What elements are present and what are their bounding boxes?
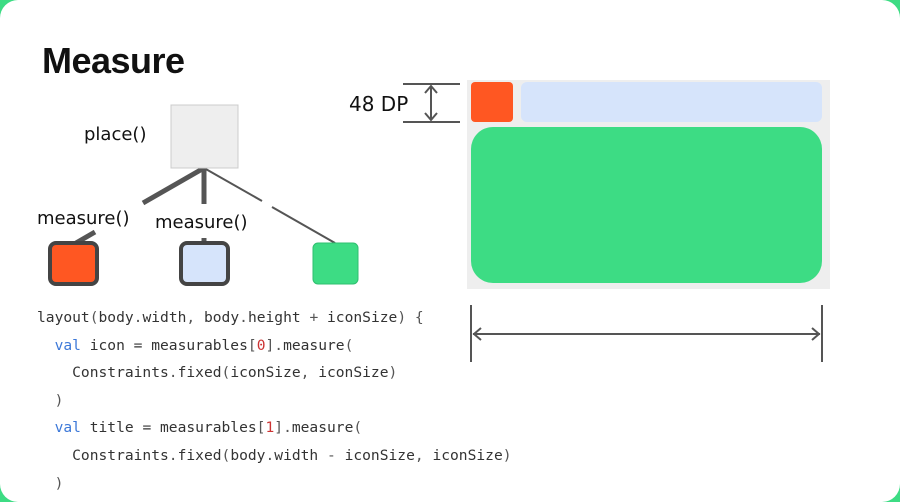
code-token: , (300, 364, 319, 382)
code-token: icon = (80, 336, 152, 354)
connector-left-upper (141, 165, 206, 206)
parent-layout-node (170, 104, 239, 169)
code-line: ) (37, 387, 512, 415)
height-dimension (403, 83, 460, 123)
code-token: ] (274, 419, 284, 437)
code-token: body (203, 309, 240, 326)
connector-right-upper (203, 167, 263, 202)
measure-label-icon: measure() (37, 208, 130, 229)
code-token (37, 337, 55, 354)
slide-title: Measure (42, 40, 185, 81)
code-token: . (168, 446, 178, 464)
code-token: , (186, 309, 204, 326)
body-child-node (312, 242, 359, 285)
code-token: iconSize (318, 364, 389, 382)
dp-label: 48 DP (349, 92, 409, 116)
code-token: - (318, 446, 345, 464)
code-token: ) (37, 474, 64, 492)
code-token: . (274, 336, 284, 354)
place-label: place() (84, 124, 147, 145)
code-token: layout (37, 309, 90, 326)
code-token: ) (502, 446, 512, 464)
code-token: iconSize (432, 446, 503, 464)
width-arrow-left (472, 327, 482, 341)
code-token: [ (247, 336, 257, 354)
code-token: ( (221, 364, 231, 382)
code-token: ) { (397, 309, 424, 326)
code-token: ( (353, 419, 363, 437)
code-token: width (274, 446, 319, 464)
code-token: ] (265, 336, 275, 354)
code-token: ) (37, 391, 64, 409)
code-token: measurables (151, 336, 248, 354)
preview-body (471, 127, 822, 283)
code-token: ( (89, 309, 99, 326)
code-line: Constraints.fixed(iconSize, iconSize) (37, 359, 512, 387)
code-token: 1 (265, 419, 275, 437)
connector-right-lower (271, 206, 336, 244)
code-line: val icon = measurables[0].measure( (37, 332, 512, 360)
code-token: measure (283, 336, 345, 354)
code-block: layout(body.width, body.height + iconSiz… (37, 304, 512, 497)
preview-title (521, 82, 822, 122)
code-token: . (239, 309, 248, 326)
code-token: iconSize (327, 309, 398, 326)
code-token: width (142, 309, 187, 326)
code-token: . (168, 364, 178, 382)
code-token: . (265, 446, 275, 464)
code-token: ( (344, 336, 354, 354)
code-token: [ (256, 419, 266, 437)
tree-connectors (74, 165, 336, 246)
code-token: height (247, 309, 301, 326)
code-token (37, 419, 55, 436)
measure-label-title: measure() (155, 212, 248, 233)
code-line: ) (37, 470, 512, 498)
code-line: layout(body.width, body.height + iconSiz… (37, 304, 512, 332)
code-token: iconSize (344, 446, 415, 464)
code-token: Constraints (37, 446, 169, 464)
width-arrow-right (811, 327, 821, 341)
icon-child-node (48, 241, 99, 286)
code-token: + (300, 309, 328, 326)
code-token: val (54, 336, 81, 354)
code-token: 0 (256, 336, 266, 354)
height-arrow-down (424, 112, 438, 122)
code-token: body (230, 446, 266, 464)
code-token: val (54, 419, 81, 437)
width-dimension (470, 305, 823, 362)
code-token: ( (221, 446, 231, 464)
height-arrow-up (424, 84, 438, 94)
code-token: , (414, 446, 433, 464)
code-token: title = (80, 419, 161, 437)
code-line: Constraints.fixed(body.width - iconSize,… (37, 442, 512, 470)
title-child-node (179, 241, 230, 286)
code-token: fixed (177, 364, 222, 382)
code-token: Constraints (37, 364, 169, 382)
code-token: ) (388, 364, 398, 382)
preview-icon (471, 82, 513, 122)
code-token: measure (291, 419, 354, 437)
code-token: fixed (177, 446, 222, 464)
code-token: body (98, 309, 134, 326)
code-line: val title = measurables[1].measure( (37, 414, 512, 442)
code-token: measurables (160, 419, 257, 437)
code-token: . (283, 419, 292, 437)
code-token: iconSize (230, 364, 301, 382)
code-token: . (133, 309, 143, 326)
